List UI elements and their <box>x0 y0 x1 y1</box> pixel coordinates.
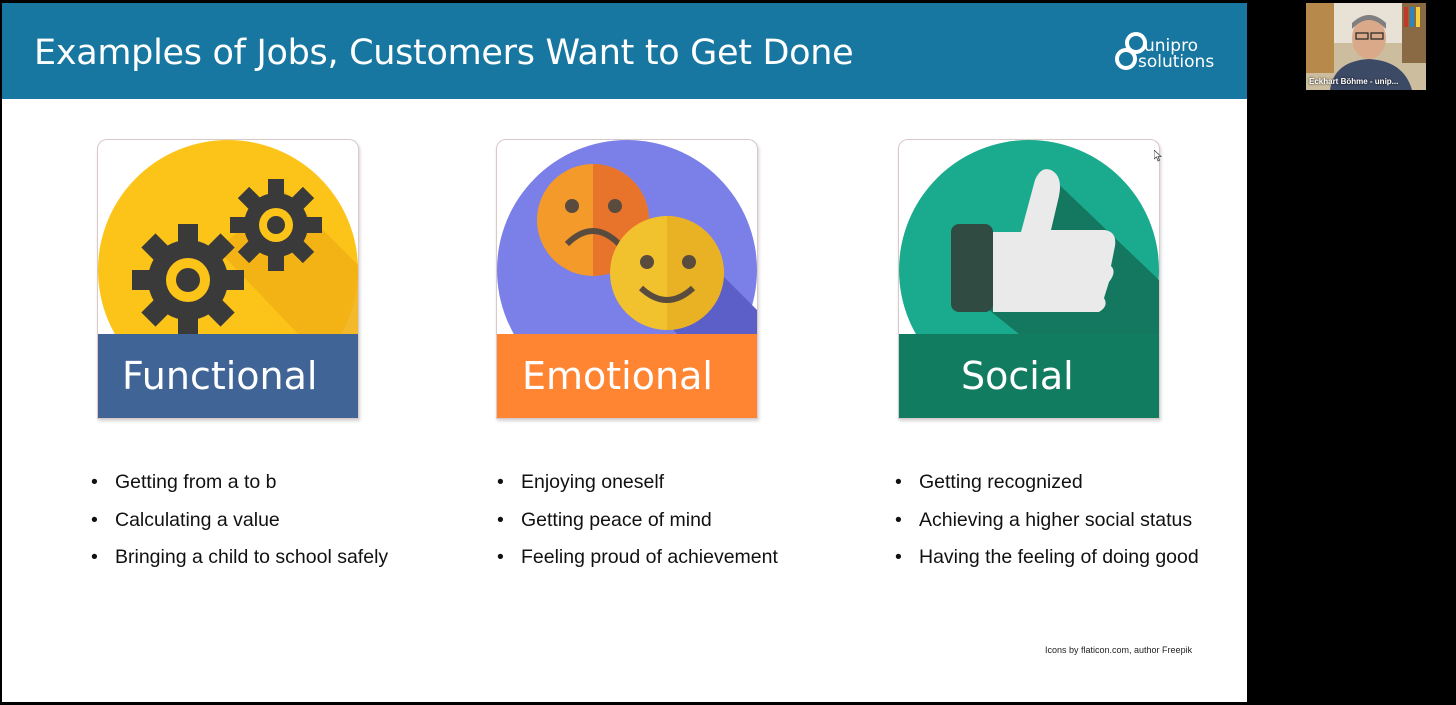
bullet-dot: • <box>91 471 98 493</box>
logo-line1: unipro <box>1144 36 1199 56</box>
emotion-faces-icon <box>497 140 757 340</box>
social-bullet-list: • Getting recognized • Achieving a higher … <box>895 469 1199 582</box>
bullet-text: Achieving a higher social status <box>919 508 1193 531</box>
slide-title: Examples of Jobs, Customers Want to Get … <box>34 33 854 73</box>
functional-card: Functional <box>97 139 359 419</box>
bullet-dot: • <box>497 546 504 568</box>
bullet-dot: • <box>91 546 98 568</box>
list-item: • Getting from a to b <box>91 469 388 507</box>
bullet-dot: • <box>497 508 504 531</box>
list-item: • Getting peace of mind <box>497 507 778 545</box>
bullet-dot: • <box>895 546 902 568</box>
list-item: • Feeling proud of achievement <box>497 544 778 582</box>
functional-label: Functional <box>98 334 358 418</box>
bullet-dot: • <box>895 508 902 531</box>
bullet-text: Bringing a child to school safely <box>115 546 389 568</box>
participant-video-icon <box>1306 3 1426 90</box>
bullet-dot: • <box>91 508 98 531</box>
mouse-pointer-icon <box>1154 150 1162 162</box>
unipro-logo: unipro solutions <box>1114 29 1224 77</box>
thumbs-up-icon <box>899 140 1159 340</box>
social-label: Social <box>899 334 1159 418</box>
list-item: • Bringing a child to school safely <box>91 544 388 582</box>
list-item: • Calculating a value <box>91 507 388 545</box>
bullet-text: Enjoying oneself <box>521 471 665 493</box>
emotional-bullet-list: • Enjoying oneself • Getting peace of mind… <box>497 469 778 582</box>
logo-text: unipro solutions <box>1138 36 1214 71</box>
logo-mark-icon <box>1115 32 1147 70</box>
logo-line2: solutions <box>1138 52 1215 72</box>
list-item: • Having the feeling of doing good <box>895 544 1199 582</box>
presentation-slide: Examples of Jobs, Customers Want to Get … <box>2 3 1247 702</box>
list-item: • Achieving a higher social status <box>895 507 1199 545</box>
slide-header: Examples of Jobs, Customers Want to Get … <box>2 3 1247 99</box>
list-item: • Getting recognized <box>895 469 1199 507</box>
bullet-dot: • <box>497 471 504 493</box>
emotional-label: Emotional <box>497 334 757 418</box>
list-item: • Enjoying oneself <box>497 469 778 507</box>
bullet-text: Calculating a value <box>115 508 280 531</box>
bullet-dot: • <box>895 471 902 493</box>
bullet-text: Getting from a to b <box>115 471 277 493</box>
bullet-text: Getting recognized <box>919 471 1083 493</box>
bullet-text: Having the feeling of doing good <box>919 546 1199 568</box>
bullet-text: Feeling proud of achievement <box>521 546 778 568</box>
participant-video-tile[interactable]: Eckhart Böhme - unip... <box>1306 3 1426 90</box>
bullet-text: Getting peace of mind <box>521 508 712 531</box>
gears-icon <box>98 140 358 340</box>
participant-name: Eckhart Böhme - unip... <box>1309 77 1399 86</box>
social-card: Social <box>898 139 1160 419</box>
functional-bullet-list: • Getting from a to b • Calculating a valu… <box>91 469 388 582</box>
emotional-card: Emotional <box>496 139 758 419</box>
icon-credit: Icons by flaticon.com, author Freepik <box>1045 645 1193 655</box>
